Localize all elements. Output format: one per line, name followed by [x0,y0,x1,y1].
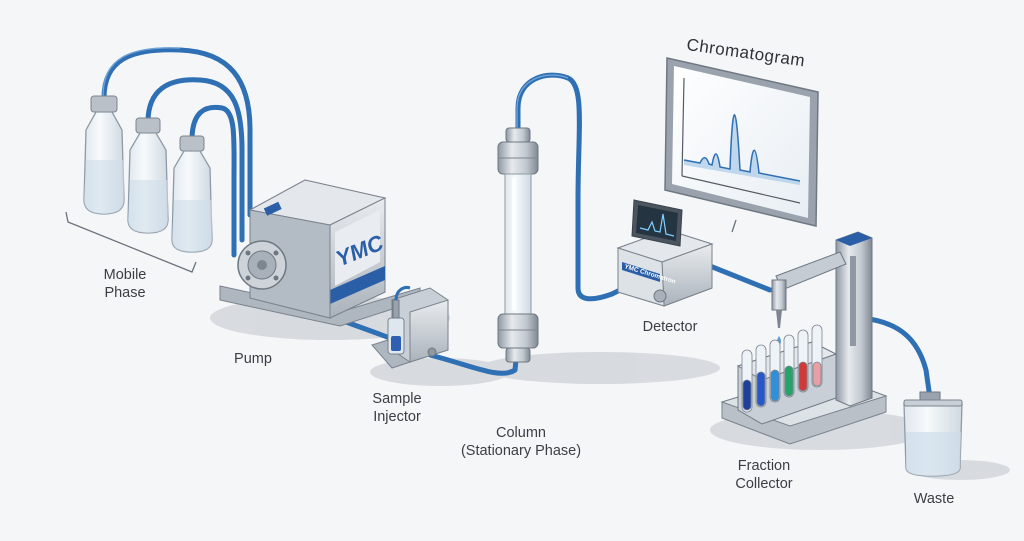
bottle-1 [83,95,125,215]
label-sample-injector: Sample Injector [372,391,422,425]
tube-bottle1-pump [101,47,253,218]
waste-container [903,391,963,477]
bottle-2 [127,117,169,234]
label-detector: Detector [642,319,698,335]
tube-collector-waste [859,315,933,401]
fraction-collector [720,231,888,445]
chromatogram-trace [684,114,800,185]
label-column: Column (Stationary Phase) [460,425,582,459]
column [497,127,539,363]
tube-column-top [515,72,635,302]
bottle-3 [171,135,213,253]
label-waste: Waste [913,491,955,507]
tube-bottle3-pump [189,104,237,258]
mobile-phase-bracket [65,211,197,273]
label-fraction-collector: Fraction Collector [735,458,793,492]
sample-injector [371,286,449,369]
tube-injector-column [427,352,519,376]
chromatogram-monitor [664,57,819,233]
detector: YMC Chromatron [616,199,714,307]
test-tubes [741,324,823,413]
mobile-phase-bottles [65,95,213,273]
label-pump: Pump [234,351,272,367]
label-mobile-phase: Mobile Phase [103,267,147,301]
pump: YMC [219,179,421,327]
tube-bottle2-pump [145,77,245,243]
